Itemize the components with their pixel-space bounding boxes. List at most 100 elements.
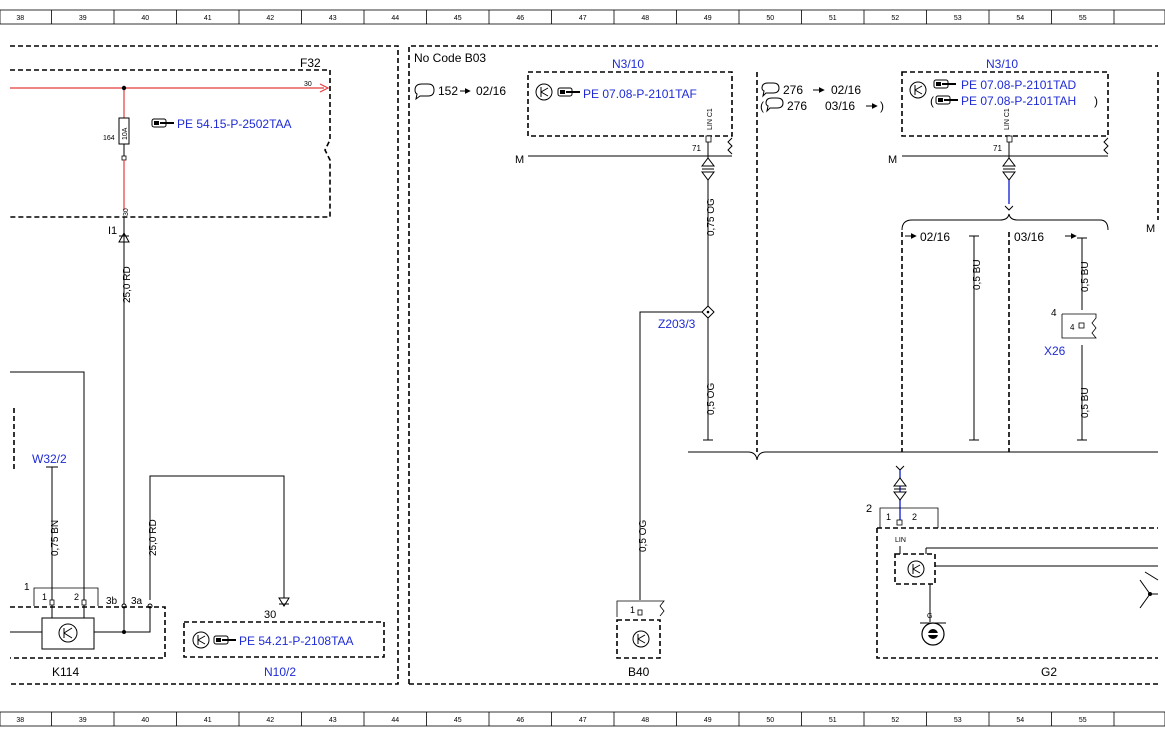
k114-pin-1: 1 <box>42 592 47 602</box>
code-bubble-icon <box>765 97 784 113</box>
g2-g-label: G <box>927 613 932 620</box>
code-276-b-number: 276 <box>787 99 807 113</box>
n3-b-ground-m: M <box>888 154 897 166</box>
wire-075bn: 0,75 BN <box>50 520 61 556</box>
wire-05og-a: 0,5 OG <box>706 383 717 415</box>
code-bubble-icon <box>414 83 435 101</box>
ruler-column-number: 47 <box>579 15 587 22</box>
g2-connector-wire <box>893 465 907 524</box>
n3-b-lin-label: LIN C1 <box>1004 108 1011 130</box>
x26-pin-4: 4 <box>1051 308 1057 319</box>
ruler-column-number: 47 <box>579 717 587 724</box>
wire-25rd-vertical: 25,0 RD <box>122 266 133 303</box>
code-276-from: 276 02/16 <box>761 82 861 98</box>
i1-connection: I1 25,0 RD <box>108 217 133 632</box>
f32-fuse-reference-link[interactable]: PE 54.15-P-2502TAA <box>177 117 292 131</box>
ruler-column-number: 55 <box>1079 717 1087 724</box>
f32-label: F32 <box>300 56 321 70</box>
branch-0216-label: 02/16 <box>920 230 950 244</box>
wire-05bu-a: 0,5 BU <box>972 259 983 290</box>
hand-pointer-icon <box>935 95 958 105</box>
n10-module: 30 PE 54.21-P-2108TAA N10/2 <box>183 597 385 679</box>
x26-connector: 4 4 X26 <box>1044 308 1097 358</box>
ruler-column-number: 52 <box>891 15 899 22</box>
code-276-to: ( 276 03/16 ) <box>760 97 884 113</box>
ruler-column-number: 46 <box>516 717 524 724</box>
b40-transistor-icon <box>632 630 650 648</box>
fuse-pin-30: 30 <box>123 208 130 216</box>
branch-0316-label: 03/16 <box>1014 230 1044 244</box>
g2-pin-2-outer: 2 <box>866 503 872 515</box>
ruler-column-number: 54 <box>1016 15 1024 22</box>
n10-reference-link[interactable]: PE 54.21-P-2108TAA <box>239 634 354 648</box>
ruler-column-number: 55 <box>1079 15 1087 22</box>
ruler-column-number: 44 <box>391 15 399 22</box>
n3-a-transistor-icon <box>535 83 553 101</box>
svg-text:): ) <box>1094 94 1098 108</box>
ruler-column-number: 49 <box>704 15 712 22</box>
code-152: 152 02/16 <box>414 83 506 101</box>
ruler-column-number: 40 <box>141 15 149 22</box>
ruler-column-number: 48 <box>641 15 649 22</box>
f32-pin-30: 30 <box>304 81 312 88</box>
n3-10-label-a[interactable]: N3/10 <box>612 57 644 71</box>
ruler-column-number: 54 <box>1016 717 1024 724</box>
n3-10-module-a: N3/10 PE 07.08-P-2101TAF LIN C1 M 71 0,7… <box>515 57 733 306</box>
code-bubble-icon <box>761 82 780 98</box>
n10-label[interactable]: N10/2 <box>264 665 296 679</box>
hand-pointer-icon <box>557 87 580 97</box>
code-276-b-to: 03/16 <box>825 99 855 113</box>
ruler-column-number: 45 <box>454 717 462 724</box>
w32-label[interactable]: W32/2 <box>32 452 67 466</box>
n3-b-reference-link-1[interactable]: PE 07.08-P-2101TAD <box>961 78 1077 92</box>
ruler-column-number: 39 <box>79 15 87 22</box>
ruler-column-number: 43 <box>329 15 337 22</box>
wire-25rd-second: 25,0 RD <box>148 519 159 556</box>
ruler-column-number: 50 <box>766 717 774 724</box>
n10-transistor-icon <box>192 631 210 649</box>
hand-pointer-icon <box>933 79 956 89</box>
ruler-column-number: 52 <box>891 717 899 724</box>
ground-m-right: M <box>1146 223 1155 235</box>
n3-a-reference-link[interactable]: PE 07.08-P-2101TAF <box>583 87 697 101</box>
g2-pin-1: 1 <box>886 512 891 522</box>
b40-label: B40 <box>628 665 650 679</box>
n3-b-reference-link-2[interactable]: PE 07.08-P-2101TAH <box>961 94 1076 108</box>
x26-label[interactable]: X26 <box>1044 344 1066 358</box>
n3-10-label-b[interactable]: N3/10 <box>986 57 1018 71</box>
code-152-number: 152 <box>438 84 458 98</box>
ruler-column-number: 45 <box>454 15 462 22</box>
g2-alternator: 2 1 2 LIN G G2 <box>866 503 1159 679</box>
z203-label[interactable]: Z203/3 <box>658 317 696 331</box>
ruler-column-number: 41 <box>204 717 212 724</box>
k114-pin-3b: 3b <box>106 596 118 607</box>
ruler-column-number: 46 <box>516 15 524 22</box>
g2-lin-label: LIN <box>895 537 906 544</box>
branch-0316: 03/16 0,5 BU 0,5 BU <box>1008 230 1091 452</box>
ruler-column-number: 38 <box>16 15 24 22</box>
no-code-label: No Code B03 <box>414 51 486 65</box>
branch-0216: 02/16 0,5 BU <box>901 230 983 452</box>
k114-relay: 1 1 2 3b 3a K114 <box>10 582 166 679</box>
wire-05bu-b: 0,5 BU <box>1080 261 1091 292</box>
w32-ground: W32/2 0,75 BN <box>32 452 67 600</box>
n3-a-ground-m: M <box>515 154 524 166</box>
n3-a-pin-71: 71 <box>692 144 701 153</box>
f32-fuse-box: F32 30 10A 164 30 PE 54.15-P-2502TAA <box>10 56 331 218</box>
ruler-column-number: 44 <box>391 717 399 724</box>
z203-splice: Z203/3 0,5 OG 0,5 OG <box>638 305 717 600</box>
k114-transistor-icon <box>58 623 78 643</box>
ruler-column-number: 48 <box>641 717 649 724</box>
fuse-number: 164 <box>103 135 115 142</box>
ruler-column-number: 41 <box>204 15 212 22</box>
g2-regulator-transistor-icon <box>907 560 925 578</box>
code-276-a-from: 02/16 <box>831 83 861 97</box>
ruler-column-number: 53 <box>954 717 962 724</box>
k114-label: K114 <box>52 665 79 679</box>
svg-text:(: ( <box>760 99 764 113</box>
code-276-a-number: 276 <box>783 83 803 97</box>
wire-075og: 0,75 OG <box>706 198 717 236</box>
